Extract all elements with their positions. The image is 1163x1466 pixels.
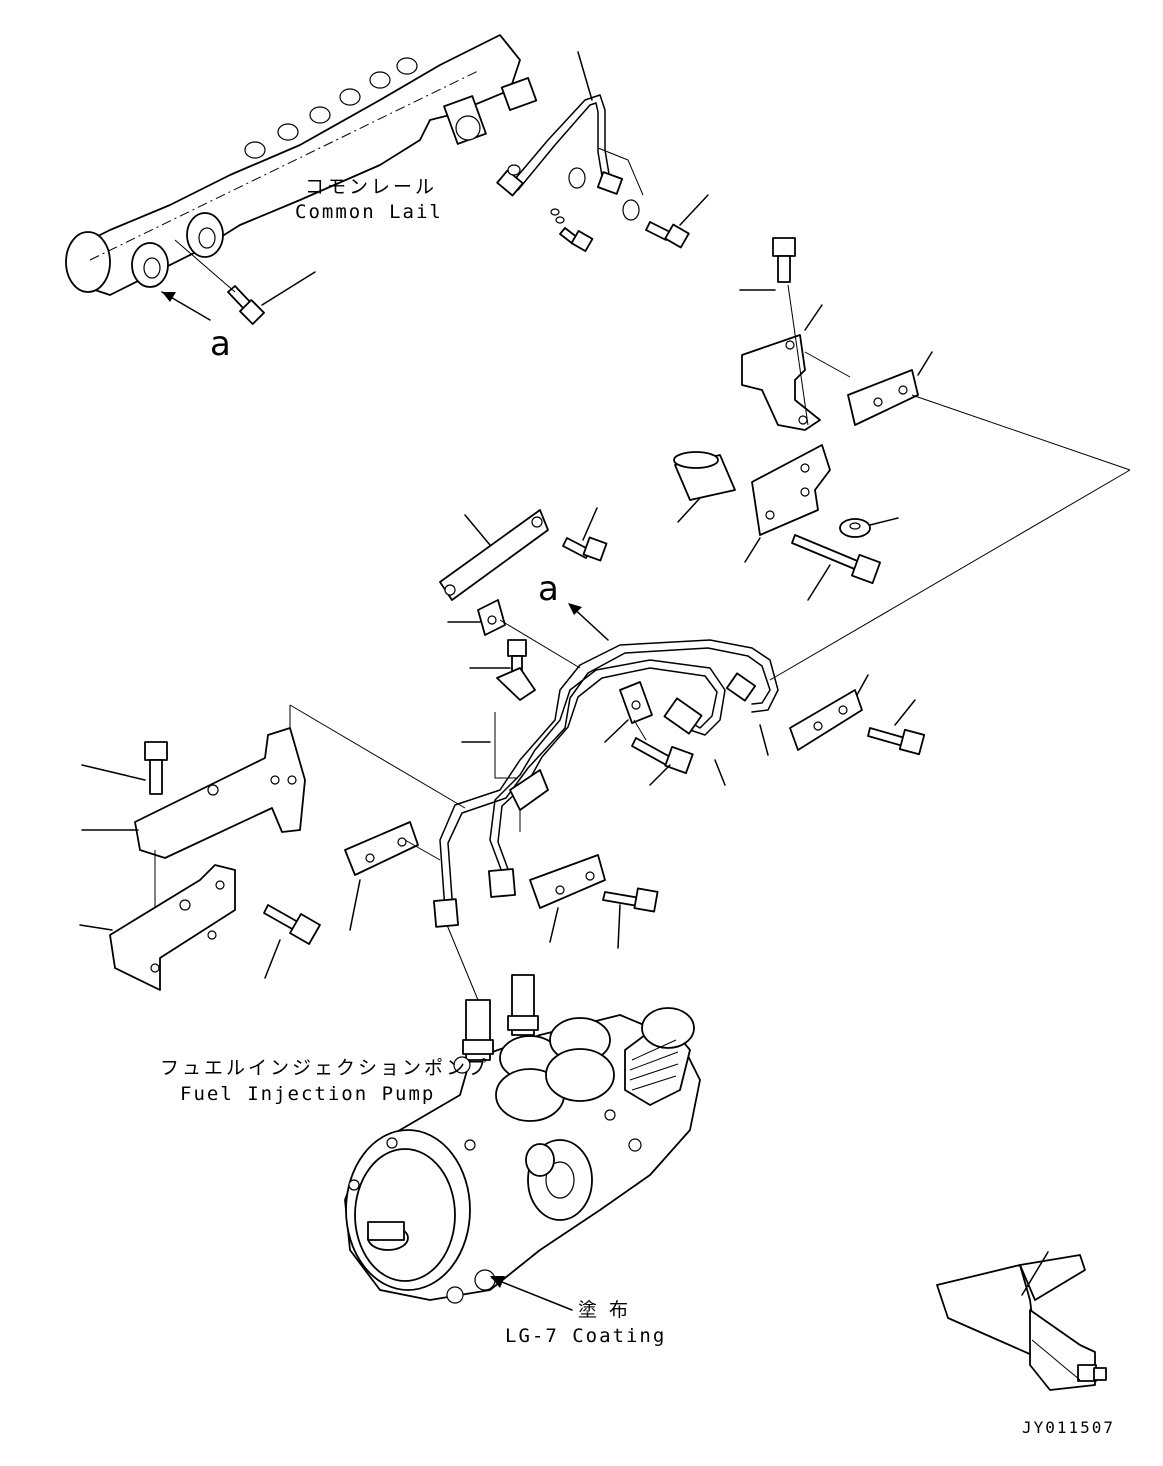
common-rail xyxy=(65,34,538,296)
long-bolt xyxy=(791,534,881,601)
right-clamp-bolt xyxy=(867,699,926,756)
rubber-grommet-1 xyxy=(447,599,581,669)
left-lower-bolt xyxy=(263,904,321,979)
left-upper-bracket xyxy=(81,727,306,859)
rail-mount-bolt xyxy=(174,239,316,325)
high-pressure-pipe xyxy=(433,639,779,928)
leader-pipe-to-pump xyxy=(446,924,479,1001)
upper-l-bracket xyxy=(741,284,823,431)
left-bolt xyxy=(81,741,168,795)
marker-a-mid: a xyxy=(538,569,559,609)
coating-label-en: LG-7 Coating xyxy=(505,1325,666,1347)
common-rail-label-ja: コモンレール xyxy=(305,176,437,198)
lower-clamp-right xyxy=(529,854,606,943)
clamp-bolt-mid xyxy=(562,507,608,562)
pipe-clamp-bolt xyxy=(631,719,694,786)
leader-left-bracket-to-pipe xyxy=(289,704,466,809)
lower-clamp-left xyxy=(344,821,441,931)
flange-nut xyxy=(839,517,899,538)
mid-view-arrow-a xyxy=(568,603,609,641)
coating-arrow xyxy=(490,1276,573,1311)
leader-pipe-1 xyxy=(714,759,726,786)
coating-label-ja: 塗 布 xyxy=(578,1298,631,1321)
leader-upper-to-pipe xyxy=(911,394,1131,471)
upper-bracket-bolt xyxy=(739,237,796,291)
marker-a-top: a xyxy=(210,324,231,364)
common-rail-label-en: Common Lail xyxy=(295,201,443,223)
lower-l-bracket xyxy=(744,444,831,563)
fuel-injection-pump xyxy=(344,974,701,1304)
rail-ports xyxy=(244,57,418,159)
drawing-code: JY011507 xyxy=(1022,1418,1115,1437)
hex-wrench-tool xyxy=(936,1251,1107,1391)
pump-label-ja: フュエルインジェクションポンプ xyxy=(160,1057,489,1079)
rail-return-pipe xyxy=(496,51,644,197)
right-clamp-plate xyxy=(789,674,869,751)
leader-pipe-right xyxy=(769,469,1131,681)
grommet-stack xyxy=(461,667,549,832)
pump-label-en: Fuel Injection Pump xyxy=(180,1083,435,1105)
leader-pipe-2 xyxy=(759,724,769,756)
spacer-collar xyxy=(673,451,736,523)
rail-view-arrow-a: a xyxy=(161,291,231,364)
upper-clamp-plate xyxy=(804,351,933,426)
left-lower-bracket xyxy=(79,864,236,991)
lower-clamp-bolt xyxy=(602,887,659,949)
pipe-clamp-a xyxy=(604,681,653,743)
rail-washers-bolts xyxy=(507,164,709,252)
clamp-strap xyxy=(439,509,549,601)
